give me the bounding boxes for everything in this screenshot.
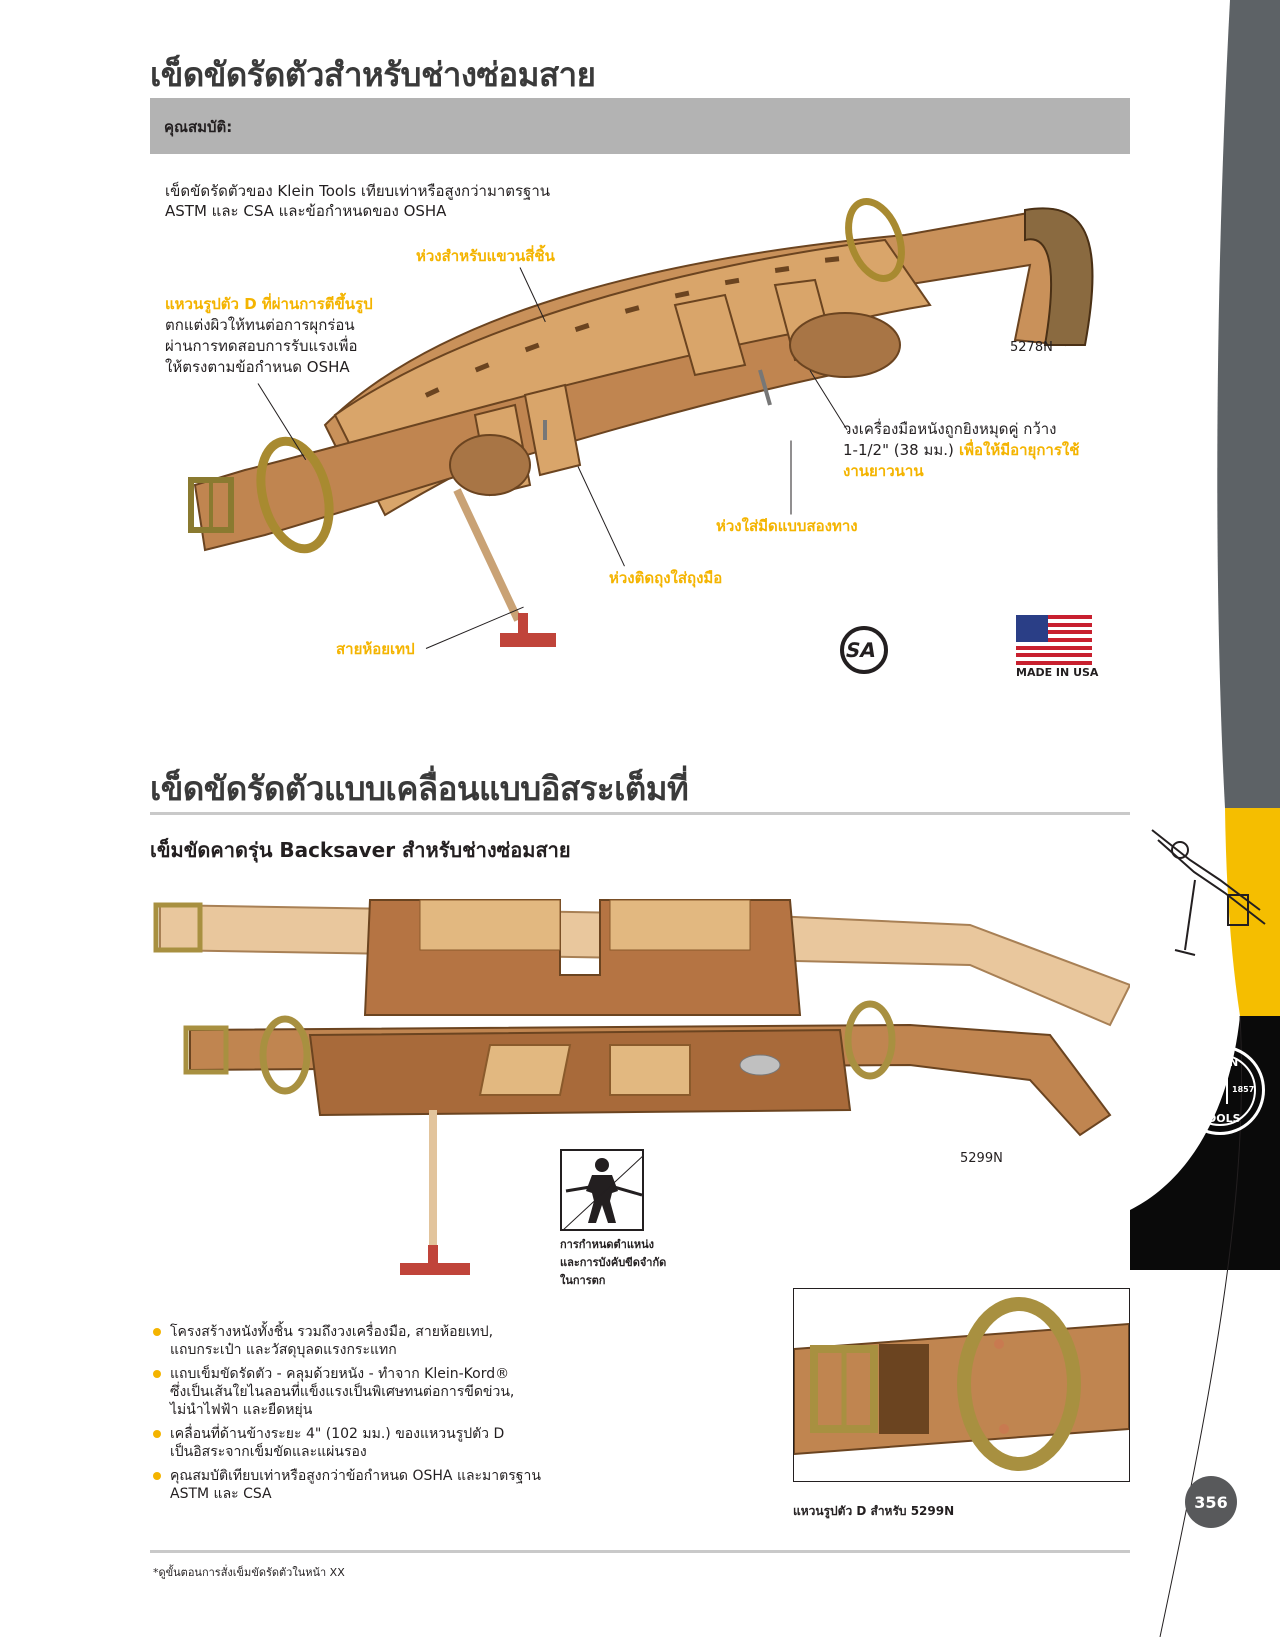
- footnote: *ดูขั้นตอนการสั่งเข็มขัดรัดตัวในหน้า XX: [153, 1566, 345, 1579]
- section1-intro: เข็ดขัดรัดตัวของ Klein Tools เทียบเท่าหร…: [165, 181, 550, 221]
- callout-toolloop-yellow-1: เพื่อให้มีอายุการใช้: [958, 441, 1080, 459]
- callout-knife: ห่วงใส่มีดแบบสองทาง: [716, 517, 858, 535]
- bullet-dot-icon: [153, 1430, 161, 1438]
- callout-toolloop-yellow-2: งานยาวนาน: [843, 462, 924, 480]
- logo-bottom-text: TOOLS: [1199, 1112, 1241, 1125]
- callout-hanger: ห่วงสำหรับแขวนสี่ชิ้น: [416, 247, 555, 265]
- csa-mark-text: SA: [843, 638, 879, 662]
- features-label: คุณสมบัติ:: [164, 118, 233, 136]
- section2-rule: [150, 812, 1130, 815]
- feature-3-line-2: เป็นอิสระจากเข็มขัดและแผ่นรอง: [170, 1444, 367, 1460]
- us-flag-icon: [1016, 615, 1092, 665]
- feature-1-line-2: แถบกระเป๋า และวัสดุบุลดแรงกระแทก: [170, 1342, 397, 1358]
- callout-dring-line-2: ผ่านการทดสอบการรับแรงเพื่อ: [165, 337, 358, 355]
- intro-line-1: เข็ดขัดรัดตัวของ Klein Tools เทียบเท่าหร…: [165, 182, 551, 200]
- fall-icon-caption-line-2: และการบังคับขีดจำกัด: [560, 1256, 667, 1269]
- fall-icon-caption-line-1: การกำหนดตำแหน่ง: [560, 1238, 655, 1251]
- bullet-dot-icon: [153, 1472, 161, 1480]
- callout-dring-line-1: ตกแต่งผิวให้ทนต่อการผุกร่อน: [165, 316, 355, 334]
- fall-icon-caption: การกำหนดตำแหน่ง และการบังคับขีดจำกัด ในก…: [560, 1236, 666, 1290]
- feature-1-line-1: โครงสร้างหนังทั้งชิ้น รวมถึงวงเครื่องมือ…: [170, 1324, 494, 1340]
- belt-5278n-image: [188, 198, 1094, 647]
- lineman-icon: [1212, 1074, 1228, 1104]
- callout-tape: สายห้อยเทป: [336, 640, 415, 658]
- callout-glove: ห่วงติดถุงใส่ถุงมือ: [609, 569, 723, 587]
- belt-5299n-image: [153, 899, 1130, 1275]
- bullet-dot-icon: [153, 1370, 161, 1378]
- feature-list: โครงสร้างหนังทั้งชิ้น รวมถึงวงเครื่องมือ…: [150, 1323, 580, 1509]
- logo-top-text: KLEIN: [1201, 1056, 1239, 1069]
- intro-line-2: ASTM และ CSA และข้อกำหนดของ OSHA: [165, 202, 447, 220]
- feature-3-line-1: เคลื่อนที่ด้านข้างระยะ 4" (102 มม.) ของแ…: [170, 1426, 505, 1442]
- callout-toolloop-line-2: 1-1/2" (38 มม.): [843, 441, 954, 459]
- feature-2-line-2: ซึ่งเป็นเส้นใยไนลอนที่แข็งแรงเป็นพิเศษทน…: [170, 1384, 515, 1400]
- feature-2-line-1: แถบเข็มขัดรัดตัว - คลุมด้วยหนัง - ทำจาก …: [170, 1366, 510, 1382]
- feature-4-line-1: คุณสมบัติเทียบเท่าหรือสูงกว่าข้อกำหนด OS…: [170, 1468, 541, 1484]
- csa-mark-icon: SA: [840, 626, 888, 674]
- callout-dring: แหวนรูปตัว D ที่ผ่านการตีขึ้นรูป ตกแต่งผ…: [165, 294, 373, 378]
- section2-title: เข็ดขัดรัดตัวแบบเคลื่อนแบบอิสระเต็มที่: [150, 769, 689, 808]
- fall-positioning-icon: [560, 1149, 644, 1231]
- section1-title: เข็ดขัดรัดตัวสำหรับช่างซ่อมสาย: [150, 55, 596, 94]
- model-5299n: 5299N: [960, 1151, 1003, 1166]
- detail-caption: แหวนรูปตัว D สำหรับ 5299N: [793, 1504, 955, 1518]
- logo-year-text: 1857: [1232, 1085, 1255, 1094]
- dring-detail-photo: [793, 1288, 1130, 1482]
- leader-knife: [790, 440, 792, 515]
- feature-item: แถบเข็มขัดรัดตัว - คลุมด้วยหนัง - ทำจาก …: [150, 1365, 580, 1419]
- fall-icon-caption-line-3: ในการตก: [560, 1274, 606, 1287]
- page-number: 356: [1185, 1476, 1237, 1528]
- feature-item: เคลื่อนที่ด้านข้างระยะ 4" (102 มม.) ของแ…: [150, 1425, 580, 1461]
- section2-subtitle: เข็มขัดคาดรุ่น Backsaver สำหรับช่างซ่อมส…: [150, 838, 571, 862]
- features-bar: คุณสมบัติ:: [150, 98, 1130, 154]
- footer-rule: [150, 1550, 1130, 1553]
- side-tab: [1130, 0, 1280, 1637]
- model-5278n: 5278N: [1010, 340, 1053, 355]
- feature-4-line-2: ASTM และ CSA: [170, 1486, 272, 1502]
- feature-item: โครงสร้างหนังทั้งชิ้น รวมถึงวงเครื่องมือ…: [150, 1323, 580, 1359]
- dring-detail-image: [793, 1297, 1130, 1471]
- klein-tools-logo: KLEIN EST 1857 TOOLS: [1175, 1045, 1265, 1135]
- made-in-usa: MADE IN USA: [1016, 666, 1099, 679]
- callout-dring-line-3: ให้ตรงตามข้อกำหนด OSHA: [165, 358, 350, 376]
- callout-toolloop: วงเครื่องมือหนังถูกยิงหมุดคู่ กว้าง 1-1/…: [843, 419, 1079, 482]
- feature-2-line-3: ไม่นำไฟฟ้า และยืดหยุ่น: [170, 1402, 313, 1418]
- feature-item: คุณสมบัติเทียบเท่าหรือสูงกว่าข้อกำหนด OS…: [150, 1467, 580, 1503]
- logo-est-text: EST: [1184, 1085, 1201, 1094]
- callout-dring-title: แหวนรูปตัว D ที่ผ่านการตีขึ้นรูป: [165, 295, 373, 313]
- callout-toolloop-line-1: วงเครื่องมือหนังถูกยิงหมุดคู่ กว้าง: [843, 420, 1057, 438]
- bullet-dot-icon: [153, 1328, 161, 1336]
